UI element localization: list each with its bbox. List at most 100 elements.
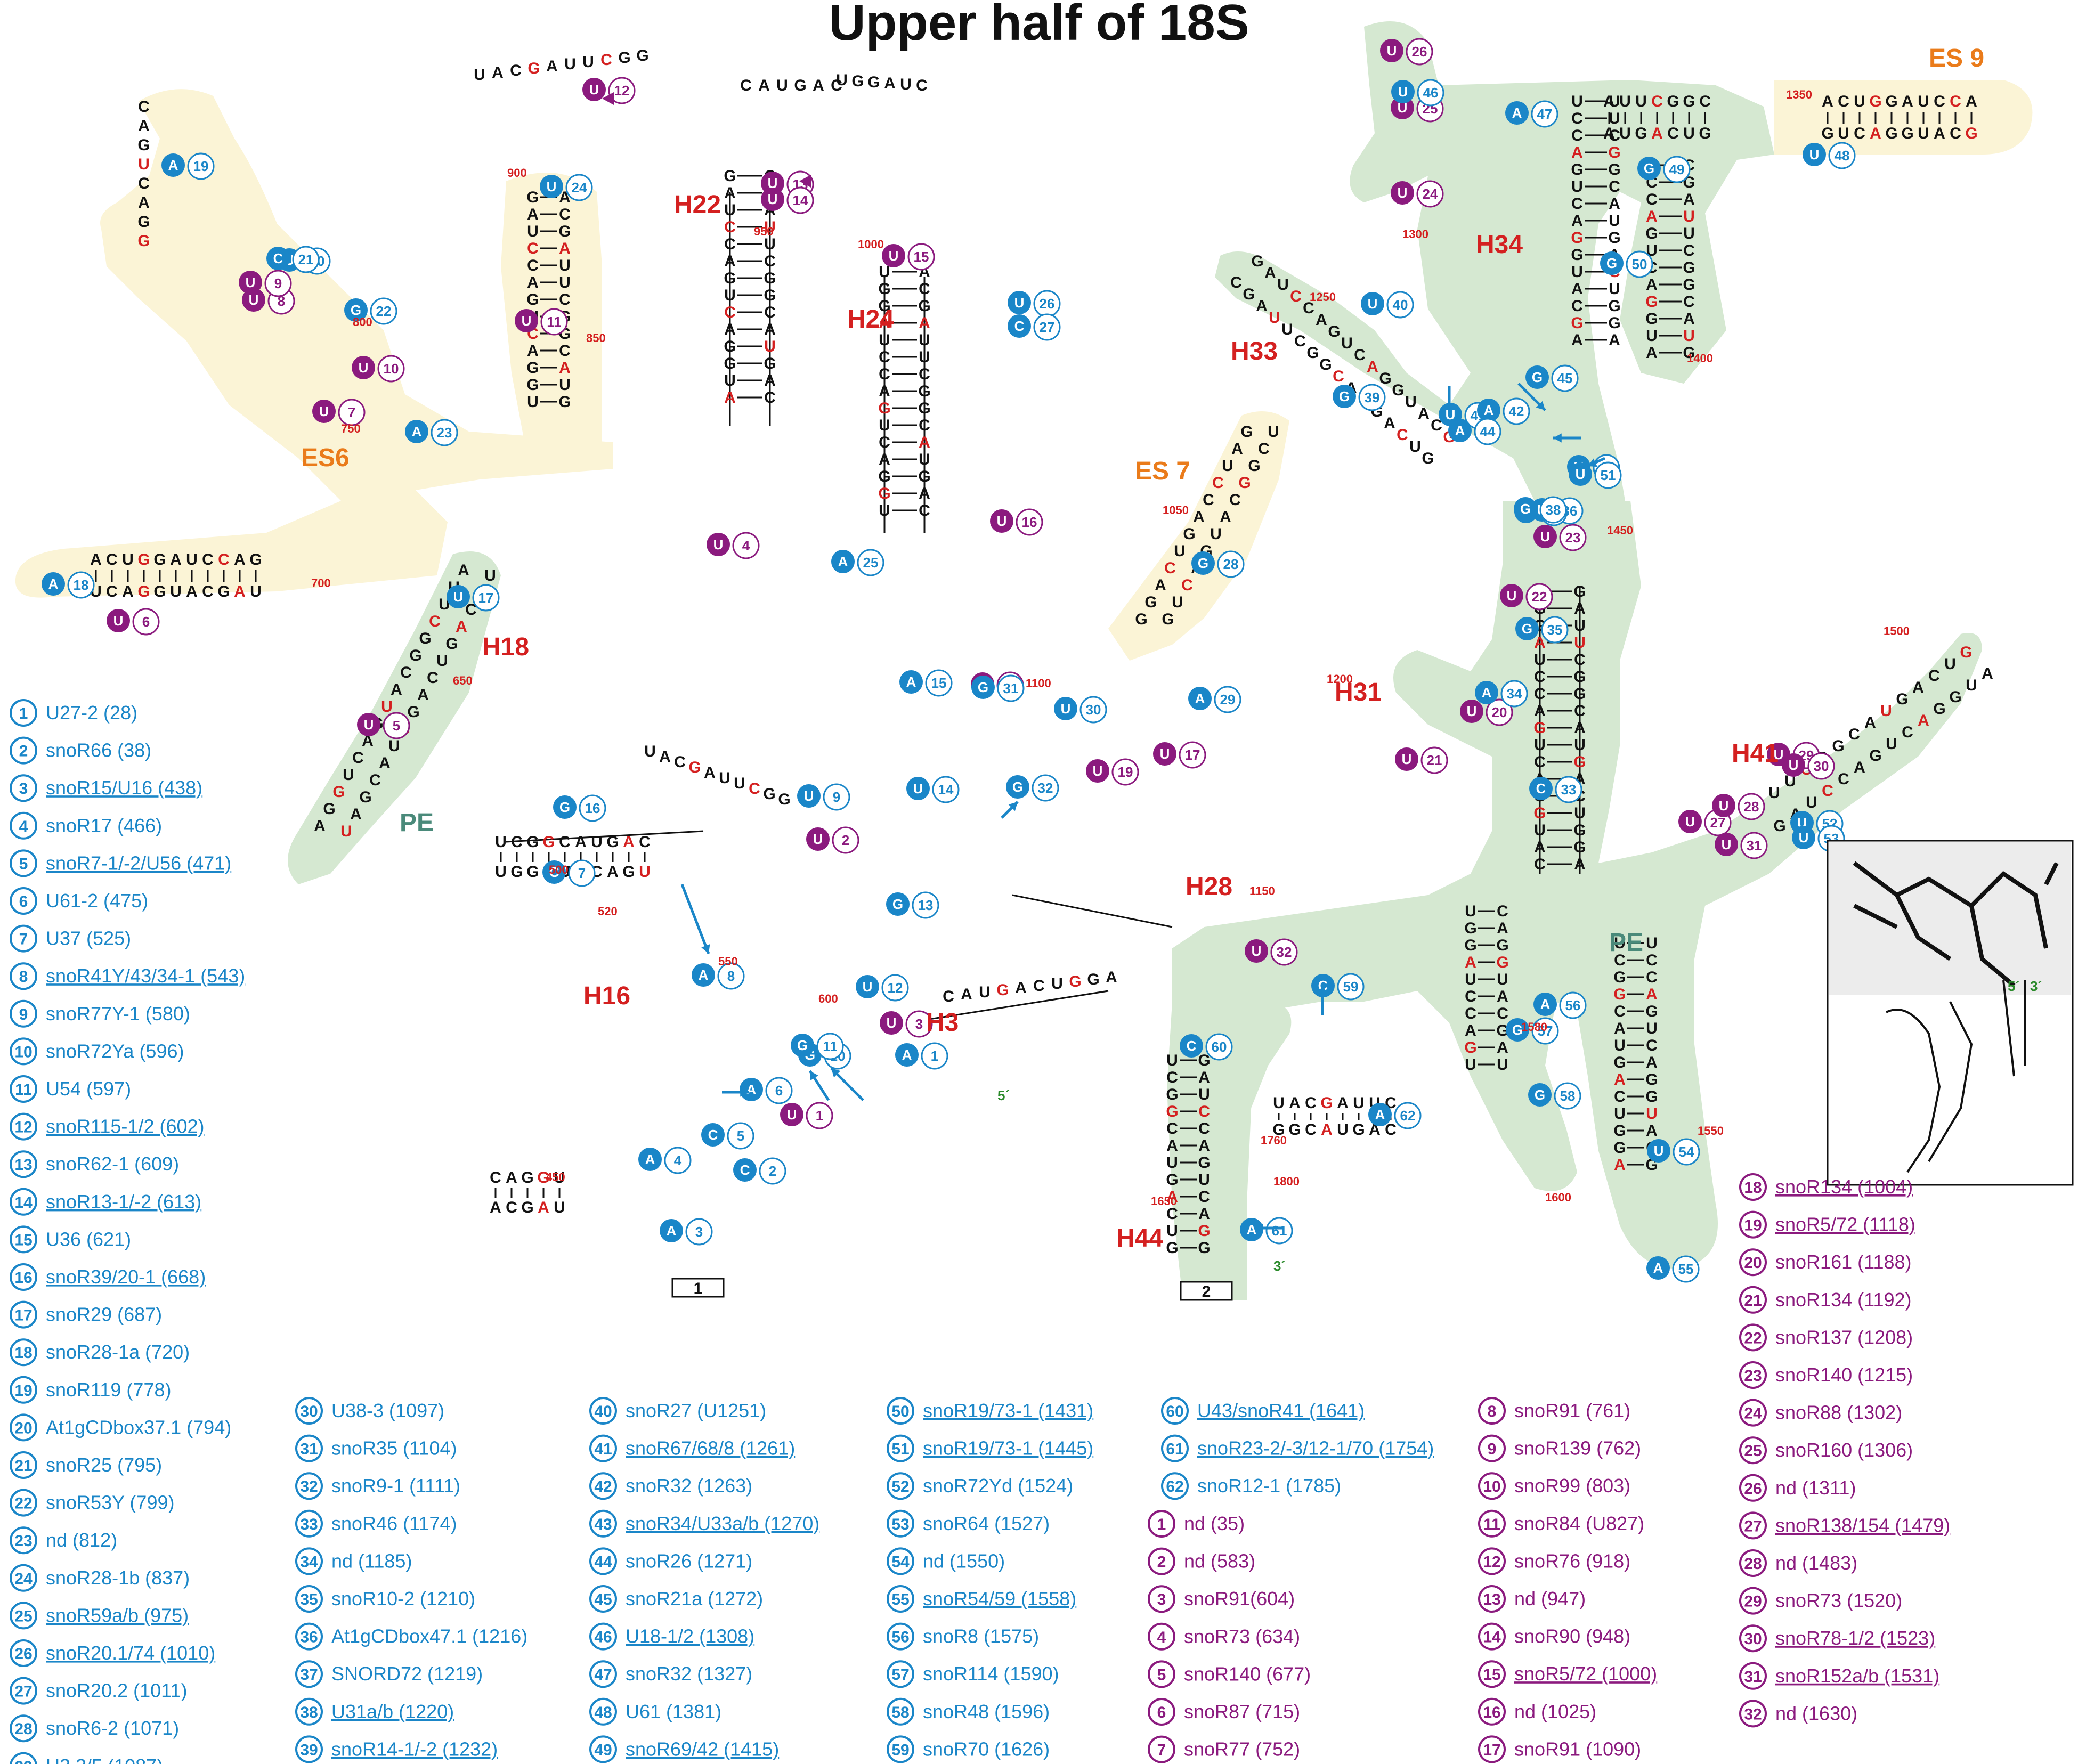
legend-text: snoR41Y/43/34-1 (543) <box>46 965 245 987</box>
modified-base-dot <box>780 1103 803 1126</box>
nucleotide: G <box>1885 93 1897 110</box>
nucleotide: C <box>202 551 214 568</box>
legend-number-badge <box>1739 1700 1767 1728</box>
legend-text: snoR32 (1327) <box>626 1663 752 1685</box>
region-label-h28: H28 <box>1186 873 1232 901</box>
legend-text: snoR119 (778) <box>46 1379 171 1401</box>
marker-number: 28 <box>1223 556 1239 572</box>
modified-base-dot <box>1792 826 1815 849</box>
legend-text: SNORD72 (1219) <box>331 1663 483 1685</box>
legend-number-badge <box>887 1397 914 1425</box>
region-label-h41: H41 <box>1732 739 1779 768</box>
nucleotide: G <box>1272 1121 1285 1139</box>
nucleotide: C <box>427 669 439 687</box>
nucleotide: G <box>137 551 150 568</box>
marker-number-badge <box>857 549 884 576</box>
marker-number: 1 <box>931 1048 938 1064</box>
legend-number: 5 <box>1157 1666 1166 1684</box>
modified-base-dot <box>1646 1256 1670 1280</box>
legend-number: 30 <box>300 1403 318 1420</box>
nucleotide: C <box>559 291 571 308</box>
marker-number-badge <box>1270 938 1298 966</box>
nucleotide: C <box>1431 417 1442 434</box>
modified-base-letter: A <box>1195 690 1205 706</box>
legend-number-badge <box>10 887 37 915</box>
nucleotide: U <box>1683 327 1695 345</box>
marker-number: 17 <box>478 590 494 606</box>
marker-number: 27 <box>1040 319 1055 335</box>
legend-text: snoR77Y-1 (580) <box>46 1003 190 1025</box>
nucleotide: A <box>1646 1054 1658 1071</box>
nucleotide: C <box>490 1169 501 1186</box>
modified-base-dot <box>1533 993 1557 1016</box>
nucleotide: A <box>1609 331 1620 349</box>
nucleotide: A <box>1574 600 1586 617</box>
nucleotide: A <box>1934 125 1945 142</box>
nucleotide: C <box>1950 125 1961 142</box>
nucleotide: G <box>878 468 890 485</box>
nucleotide: U <box>764 218 776 236</box>
nucleotide: C <box>1683 242 1695 259</box>
nucleotide: G <box>1896 690 1908 708</box>
legend-text: snoR64 (1527) <box>923 1513 1050 1534</box>
modified-base-dot <box>1647 1139 1670 1163</box>
nucleotide: G <box>1683 276 1695 294</box>
modified-base-letter: A <box>48 576 59 592</box>
legend-text: snoR70 (1626) <box>923 1738 1050 1760</box>
legend-number: 1 <box>19 705 28 722</box>
modified-base-dot <box>638 1148 662 1171</box>
marker-number: 40 <box>1393 297 1408 313</box>
marker-number: 26 <box>1040 296 1055 312</box>
marker-number: 11 <box>547 314 562 330</box>
nucleotide: G <box>1613 1122 1626 1140</box>
legend-text: snoR66 (38) <box>46 739 151 761</box>
legend-number-badge <box>1739 1173 1767 1201</box>
modified-base-letter: G <box>559 799 570 815</box>
position-number: 900 <box>507 166 527 180</box>
legend-number: 21 <box>1744 1292 1762 1310</box>
nucleotide: C <box>1571 297 1583 315</box>
legend-text: snoR73 (1520) <box>1775 1590 1902 1612</box>
modified-base-dot <box>1533 525 1557 548</box>
modified-base-dot <box>806 827 830 851</box>
nucleotide: U <box>527 393 539 411</box>
marker-number-badge <box>823 783 850 811</box>
modified-base-letter: U <box>1685 814 1695 830</box>
marker-number: 9 <box>833 789 840 805</box>
legend-number-badge <box>1478 1622 1506 1651</box>
modified-base-letter: U <box>1387 43 1397 59</box>
modified-base-dot <box>740 1078 763 1101</box>
legend-number: 6 <box>19 893 28 911</box>
nucleotide: A <box>391 681 402 698</box>
nucleotide: U <box>1609 212 1620 230</box>
nucleotide: U <box>724 287 736 304</box>
box-1-label: 1 <box>694 1280 703 1297</box>
nucleotide: U <box>381 698 393 716</box>
nucleotide: G <box>878 297 890 315</box>
legend-text: snoR76 (918) <box>1514 1550 1630 1572</box>
nucleotide: U <box>639 863 651 881</box>
legend-number-badge <box>589 1735 617 1763</box>
legend-number: 22 <box>14 1495 32 1513</box>
nucleotide: C <box>1181 576 1193 594</box>
nucleotide: A <box>1854 759 1865 776</box>
marker-number-badge <box>1594 461 1622 489</box>
nucleotide: U <box>340 823 352 840</box>
marker-number-badge <box>1265 1217 1293 1245</box>
modified-base-dot <box>1368 1103 1392 1126</box>
nucleotide: A <box>1231 440 1243 458</box>
modified-base-letter: U <box>1398 100 1408 116</box>
